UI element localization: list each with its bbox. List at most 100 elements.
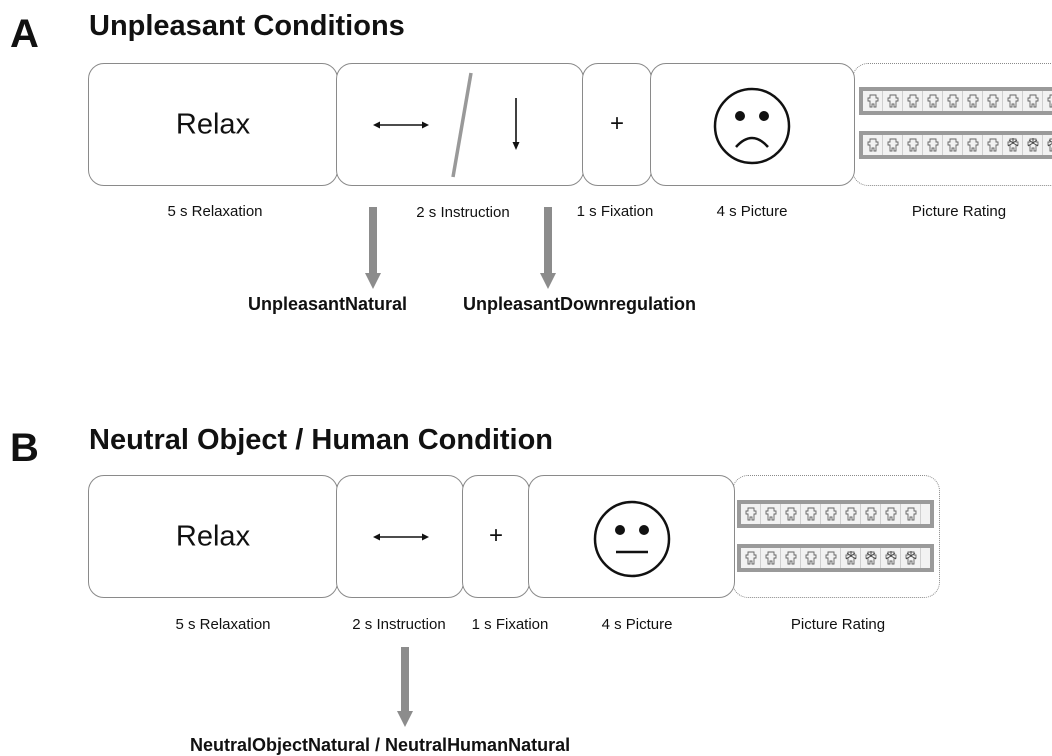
- manikin-icon: [1006, 137, 1020, 153]
- manikin-icon: [864, 506, 878, 522]
- panel-a-letter: A: [10, 14, 39, 54]
- rating-cell: [801, 548, 821, 568]
- manikin-icon: [744, 506, 758, 522]
- rating-cell: [963, 91, 983, 111]
- rating-cell: [781, 548, 801, 568]
- down-arrow-icon: [511, 98, 521, 150]
- rating-cell: [983, 135, 1003, 155]
- a-fixation-cross: +: [583, 109, 651, 137]
- manikin-icon: [764, 550, 778, 566]
- manikin-icon: [866, 137, 880, 153]
- rating-cell: [1003, 135, 1023, 155]
- rating-cell: [841, 504, 861, 524]
- b-caption-relaxation: 5 s Relaxation: [148, 616, 298, 633]
- manikin-icon: [824, 550, 838, 566]
- b-condition-arrow: [397, 647, 413, 727]
- manikin-icon: [1046, 137, 1052, 153]
- manikin-icon: [884, 506, 898, 522]
- panel-a-title: Unpleasant Conditions: [89, 10, 405, 42]
- a-caption-relaxation: 5 s Relaxation: [140, 203, 290, 220]
- rating-cell: [883, 91, 903, 111]
- b-rating-strip-bottom: [737, 544, 934, 572]
- b-picture-box: [528, 475, 735, 598]
- rating-cell: [943, 91, 963, 111]
- b-relax-box: Relax: [88, 475, 338, 598]
- b-rating-strip-top: [737, 500, 934, 528]
- rating-cell: [963, 135, 983, 155]
- manikin-icon: [1006, 93, 1020, 109]
- manikin-icon: [744, 550, 758, 566]
- manikin-icon: [784, 550, 798, 566]
- rating-cell: [901, 504, 921, 524]
- rating-cell: [863, 91, 883, 111]
- a-relax-text: Relax: [89, 108, 337, 141]
- manikin-icon: [986, 93, 1000, 109]
- manikin-icon: [906, 137, 920, 153]
- b-fixation-box: +: [462, 475, 530, 598]
- rating-cell: [781, 504, 801, 524]
- rating-cell: [841, 548, 861, 568]
- manikin-icon: [966, 93, 980, 109]
- b-rating-box: [732, 475, 940, 598]
- a-condition-arrow-natural: [365, 207, 381, 289]
- rating-cell: [1003, 91, 1023, 111]
- b-condition-label: NeutralObjectNatural / NeutralHumanNatur…: [190, 735, 570, 756]
- a-relax-box: Relax: [88, 63, 338, 186]
- manikin-icon: [864, 550, 878, 566]
- rating-cell: [983, 91, 1003, 111]
- a-instruction-box: [336, 63, 584, 186]
- rating-cell: [1043, 91, 1052, 111]
- rating-cell: [1023, 135, 1043, 155]
- neutral-face-icon: [593, 500, 671, 578]
- manikin-icon: [946, 137, 960, 153]
- manikin-icon: [884, 550, 898, 566]
- manikin-icon: [886, 137, 900, 153]
- panel-b-title: Neutral Object / Human Condition: [89, 424, 553, 456]
- a-picture-box: [650, 63, 855, 186]
- manikin-icon: [966, 137, 980, 153]
- rating-cell: [923, 135, 943, 155]
- manikin-icon: [824, 506, 838, 522]
- rating-cell: [881, 548, 901, 568]
- rating-cell: [761, 548, 781, 568]
- rating-cell: [863, 135, 883, 155]
- manikin-icon: [1026, 137, 1040, 153]
- sad-face-icon: [713, 87, 791, 165]
- manikin-icon: [1026, 93, 1040, 109]
- manikin-icon: [1046, 93, 1052, 109]
- a-caption-picture: 4 s Picture: [677, 203, 827, 220]
- manikin-icon: [844, 550, 858, 566]
- rating-cell: [883, 135, 903, 155]
- a-condition-label-natural: UnpleasantNatural: [248, 294, 407, 315]
- rating-cell: [861, 548, 881, 568]
- a-caption-fixation: 1 s Fixation: [540, 203, 690, 220]
- manikin-icon: [946, 93, 960, 109]
- rating-cell: [1023, 91, 1043, 111]
- b-caption-rating: Picture Rating: [763, 616, 913, 633]
- rating-cell: [761, 504, 781, 524]
- manikin-icon: [804, 550, 818, 566]
- double-arrow-icon: [373, 532, 429, 542]
- rating-cell: [821, 548, 841, 568]
- panel-b-letter: B: [10, 428, 39, 468]
- rating-cell: [901, 548, 921, 568]
- manikin-icon: [986, 137, 1000, 153]
- manikin-icon: [764, 506, 778, 522]
- manikin-icon: [784, 506, 798, 522]
- manikin-icon: [926, 137, 940, 153]
- rating-cell: [861, 504, 881, 524]
- manikin-icon: [904, 550, 918, 566]
- a-condition-arrow-downregulation: [540, 207, 556, 289]
- b-instruction-box: [336, 475, 464, 598]
- a-caption-instruction: 2 s Instruction: [388, 204, 538, 221]
- manikin-icon: [926, 93, 940, 109]
- manikin-icon: [904, 506, 918, 522]
- rating-cell: [741, 548, 761, 568]
- rating-cell: [903, 135, 923, 155]
- a-rating-strip-top: [859, 87, 1052, 115]
- rating-cell: [881, 504, 901, 524]
- manikin-icon: [804, 506, 818, 522]
- rating-cell: [801, 504, 821, 524]
- rating-cell: [741, 504, 761, 524]
- manikin-icon: [906, 93, 920, 109]
